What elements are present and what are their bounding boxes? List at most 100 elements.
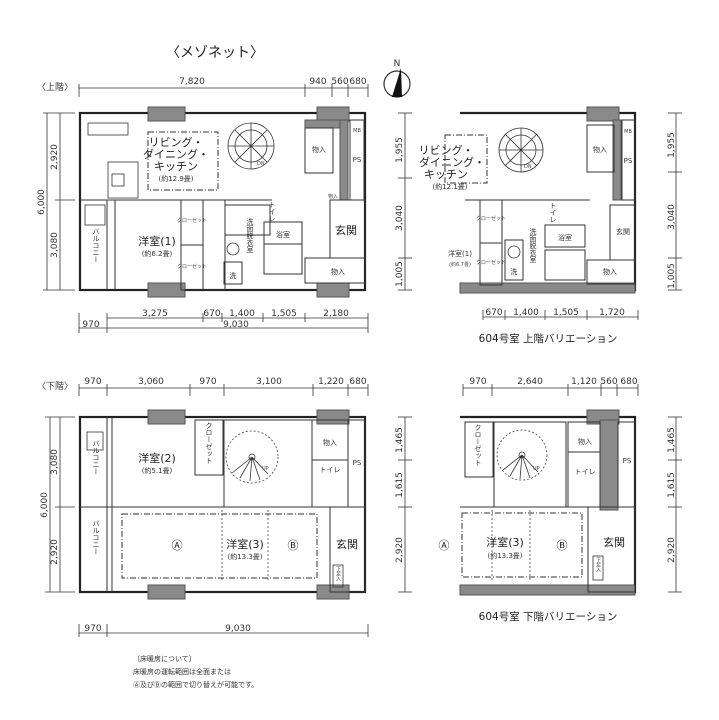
room-bedroom-2: 洋室(2) <box>138 451 176 465</box>
dim-label: 7,820 <box>179 77 205 87</box>
plan-title: 〈メゾネット〉 <box>166 45 264 61</box>
north-compass-icon: N <box>383 59 411 98</box>
lower-dims-right: 1,465 1,615 2,920 <box>395 416 412 593</box>
dim-label: 670 <box>485 308 502 318</box>
room-toilet: トイレ <box>549 202 557 223</box>
dim-label: 2,920 <box>50 539 60 565</box>
upper-floor-label: 〈上階〉 <box>37 82 73 93</box>
upper-floor-plan: 〈上階〉 7,820 940 560 680 6,000 2,920 3,080… <box>37 77 412 333</box>
upper-dims-right: 1,955 3,040 1,005 <box>395 112 412 291</box>
dim-label: 2,180 <box>323 309 349 319</box>
dim-label: 1,400 <box>513 308 539 318</box>
upper-dims-top: 7,820 940 560 680 <box>78 77 369 97</box>
room-storage: 物入 <box>603 267 617 276</box>
room-closet: クローゼット <box>474 424 482 466</box>
note-heading: 〔床暖房について〕 <box>133 654 196 663</box>
dim-label: 9,030 <box>225 624 251 634</box>
zone-a-marker: Ⓐ <box>172 539 183 552</box>
floor-heating-note: 〔床暖房について〕 床暖房の運転範囲は全面または Ⓐ及びⒷの範囲で切り替えが可能… <box>133 654 258 689</box>
room-storage: 物入 <box>323 438 337 447</box>
dim-label: 1,005 <box>395 261 405 287</box>
dim-label: 2,920 <box>50 144 60 170</box>
dim-label: 1,465 <box>667 427 677 453</box>
shoe-cabinet: 下足入 <box>595 557 601 572</box>
room-bedroom-3-area: (約13.3畳) <box>227 552 262 561</box>
room-closet: クローゼット <box>476 259 506 266</box>
dim-label: 6,000 <box>37 189 47 215</box>
room-washroom: 洗面脱衣室 <box>246 217 254 253</box>
dim-label: 670 <box>203 309 220 319</box>
dim-label: 1,615 <box>667 472 677 498</box>
dim-label: 1,220 <box>318 377 344 387</box>
dim-label: 3,100 <box>256 377 282 387</box>
dim-label: 1,465 <box>395 427 405 453</box>
dim-label: 1,955 <box>667 132 677 158</box>
variation-lower-dims-top: 970 2,640 1,120 560 680 <box>462 377 639 396</box>
room-bedroom-1-area: (約6.7畳) <box>449 261 471 268</box>
spiral-stairs-icon <box>498 127 544 173</box>
dim-label: 3,060 <box>138 377 164 387</box>
room-ldk-line3: キッチン <box>424 168 468 181</box>
dim-label: 2,920 <box>667 537 677 563</box>
note-line: 床暖房の運転範囲は全面または <box>133 667 231 676</box>
dim-label: 2,640 <box>517 377 543 387</box>
lower-dims-left: 6,000 3,080 2,920 <box>40 416 75 593</box>
room-bedroom-1: 洋室(1) <box>138 234 176 248</box>
dim-label: 3,040 <box>667 204 677 230</box>
room-ldk-area: (約12.9畳) <box>158 174 193 183</box>
room-bedroom-2-area: (約5.1畳) <box>142 466 173 475</box>
room-entrance: 玄関 <box>335 223 357 237</box>
room-toilet: トイレ <box>268 201 276 222</box>
room-ldk-line2: ダイニング・ <box>419 155 485 169</box>
dim-label: 1,955 <box>395 137 405 163</box>
stairs-dn-label: DN <box>257 161 265 167</box>
variation-upper-dims-right: 1,955 3,040 1,005 <box>667 112 682 291</box>
lower-floor-plan: 〈下階〉 970 3,060 970 3,100 1,220 680 6,000… <box>37 377 412 689</box>
room-bedroom-3-area: (約13.3畳) <box>487 551 522 560</box>
dim-label: 970 <box>82 320 99 330</box>
washer-space: 洗 <box>511 267 518 276</box>
compass-label: N <box>394 59 401 69</box>
stairs-up-label: UP <box>262 466 269 472</box>
room-ldk-line2: ダイニング・ <box>143 147 209 161</box>
room-storage: 物入 <box>578 437 592 446</box>
room-bedroom-1-area: (約6.2畳) <box>142 249 173 258</box>
dim-label: 940 <box>309 77 326 87</box>
lower-dims-top: 970 3,060 970 3,100 1,220 680 <box>78 377 369 396</box>
stairs-dn-label: DN <box>524 164 532 170</box>
dim-label: 970 <box>84 377 101 387</box>
room-toilet: トイレ <box>575 468 596 476</box>
spiral-stairs-icon <box>227 122 275 170</box>
dim-label: 560 <box>600 377 617 387</box>
stairs-up-label: UP <box>533 466 540 472</box>
room-bedroom-1: 洋室(1) <box>448 249 472 258</box>
room-storage: 物入 <box>593 145 607 154</box>
dim-label: 3,275 <box>142 309 168 319</box>
dim-label: 680 <box>349 77 366 87</box>
dim-label: 1,615 <box>395 472 405 498</box>
room-balcony: バルコニー <box>92 440 100 475</box>
dim-label: 970 <box>199 377 216 387</box>
zone-b-marker: Ⓑ <box>288 539 299 552</box>
dim-label: 9,030 <box>223 320 249 330</box>
room-bedroom-3: 洋室(3) <box>486 535 524 549</box>
room-bedroom-3: 洋室(3) <box>226 537 264 551</box>
dim-label: 680 <box>349 377 366 387</box>
room-closet: クローゼット <box>205 422 213 464</box>
lower-dims-bottom: 970 9,030 <box>78 624 369 637</box>
room-entrance: 玄関 <box>603 535 625 549</box>
dim-label: 1,120 <box>571 377 597 387</box>
room-ps: PS <box>353 459 362 467</box>
dim-label: 680 <box>620 377 637 387</box>
dim-label: 1,400 <box>229 309 255 319</box>
room-closet: クローゼット <box>476 215 506 222</box>
room-balcony: バルコニー <box>92 520 100 555</box>
room-entrance: 玄関 <box>336 537 358 551</box>
room-closet: クローゼット <box>177 217 207 224</box>
room-washroom: 洗面脱衣室 <box>529 227 537 263</box>
dim-label: 1,505 <box>271 309 297 319</box>
room-ps: PS <box>624 157 633 165</box>
room-storage: 物入 <box>312 145 326 154</box>
room-ldk-line1: リビング・ <box>149 135 204 149</box>
